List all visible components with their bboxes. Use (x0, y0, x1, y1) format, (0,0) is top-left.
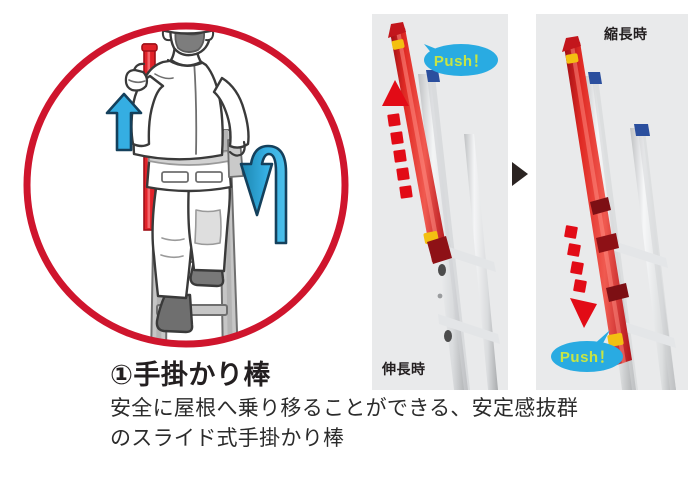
caption-line-1: 安全に屋根へ乗り移ることができる、安定感抜群 (110, 397, 579, 421)
motion-arrow-up (382, 80, 413, 199)
panel-extended (372, 14, 508, 390)
caption-line-2: のスライド式手掛かり棒 (110, 426, 345, 450)
push-label-extended: Push！ (424, 44, 498, 76)
push-label-text: Push！ (559, 349, 615, 366)
caption-retracted: 縮長時 (604, 26, 648, 42)
page-title: ①手掛かり棒 (110, 360, 271, 390)
worker-figure (124, 25, 250, 334)
motion-arrow-down (564, 225, 597, 328)
push-label-retracted: Push！ (551, 341, 623, 372)
illustration-circle (0, 0, 362, 360)
next-step-arrow-icon (512, 162, 528, 186)
transfer-curve-arrow-icon (239, 144, 288, 245)
caption-block: ①手掛かり棒 安全に屋根へ乗り移ることができる、安定感抜群 のスライド式手掛かり… (110, 360, 690, 454)
caption-extended: 伸長時 (382, 361, 426, 377)
red-ring (23, 22, 349, 348)
up-arrow-icon (105, 92, 143, 152)
panel-retracted (536, 14, 688, 390)
push-label-text: Push！ (433, 52, 489, 70)
red-grab-bar-photo (388, 22, 452, 264)
red-grab-bar-photo (562, 36, 632, 366)
